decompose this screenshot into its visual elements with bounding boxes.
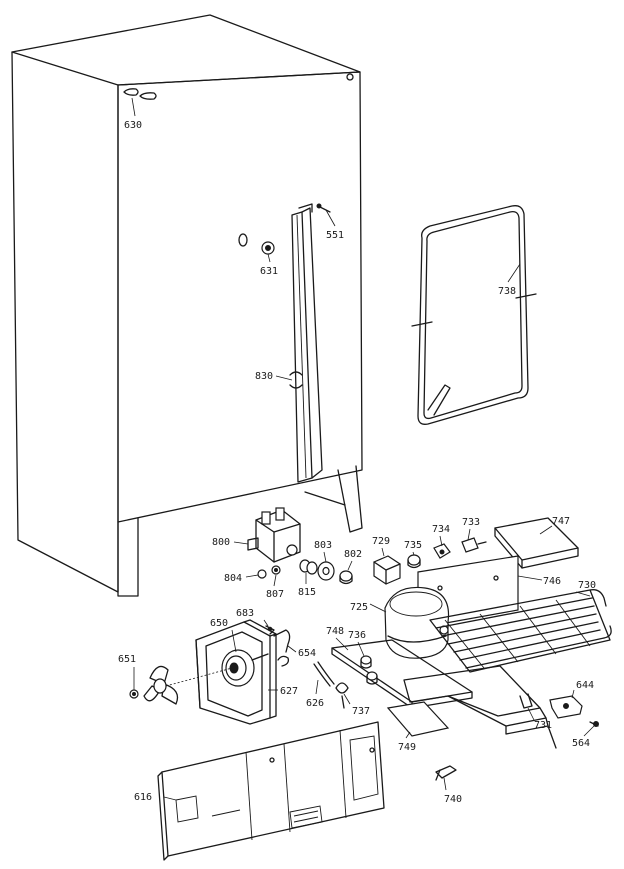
callout-729: 729 [372,536,390,547]
callout-630: 630 [124,120,142,131]
callout-803: 803 [314,540,332,551]
callout-627: 627 [280,686,298,697]
callout-735: 735 [404,540,422,551]
part-804-nut[interactable] [257,569,267,579]
callout-740: 740 [444,794,462,805]
part-800-water-valve[interactable] [247,507,301,563]
part-730-condenser[interactable] [429,589,612,673]
part-830-channel[interactable] [289,203,323,483]
callout-731: 731 [534,720,552,731]
callout-748: 748 [326,626,344,637]
callout-807: 807 [266,589,284,600]
callout-564: 564 [572,738,590,749]
callout-734: 734 [432,524,450,535]
part-564-screw[interactable] [589,721,599,727]
callout-654: 654 [298,648,316,659]
callout-725: 725 [350,602,368,613]
part-644-bracket[interactable] [549,695,583,719]
part-725-compressor[interactable] [384,586,450,659]
part-631-grommet[interactable] [261,241,275,255]
callout-644: 644 [576,680,594,691]
part-738-wire-frame[interactable] [411,205,537,425]
callout-730: 730 [578,580,596,591]
part-749-deflector[interactable] [386,701,450,737]
callout-804: 804 [224,573,242,584]
callout-746: 746 [543,576,561,587]
callout-738: 738 [498,286,516,297]
callout-631: 631 [260,266,278,277]
part-807-fitting[interactable] [271,565,281,575]
part-627-fan-bracket[interactable] [195,619,277,725]
callout-626: 626 [306,698,324,709]
leader-lines [131,97,595,801]
part-735-cap[interactable] [407,554,421,569]
callout-736: 736 [348,630,366,641]
part-729-relay[interactable] [373,555,401,585]
callout-815: 815 [298,587,316,598]
callout-800: 800 [212,537,230,548]
callout-747: 747 [552,516,570,527]
part-651-nut[interactable] [129,689,139,699]
part-654-wire-harness[interactable] [273,629,291,667]
callout-830: 830 [255,371,273,382]
part-731-rail[interactable] [403,665,557,749]
callout-551: 551 [326,230,344,241]
part-740-clip[interactable] [435,765,457,781]
callout-737: 737 [352,706,370,717]
part-815-washers[interactable] [299,559,318,575]
callout-650: 650 [210,618,228,629]
callout-651: 651 [118,654,136,665]
part-737-clamp[interactable] [335,682,349,709]
part-683-clip[interactable] [265,625,275,635]
part-736-grommets[interactable] [360,655,378,685]
callout-802: 802 [344,549,362,560]
part-734-fitting[interactable] [433,543,451,559]
part-803-washer[interactable] [317,561,335,581]
part-551-screw[interactable] [316,203,331,213]
part-650-fan-motor[interactable] [221,649,269,687]
callout-683: 683 [236,608,254,619]
refrigerator-cabinet [11,14,363,597]
part-747-bracket[interactable] [494,517,579,569]
part-802-cap[interactable] [339,570,353,585]
part-626-tube[interactable] [313,661,335,687]
part-651-fan-blade[interactable] [143,665,233,705]
part-733-clip[interactable] [461,537,487,553]
callout-616: 616 [134,792,152,803]
callout-labels: 630 551 631 830 738 800 803 802 729 735 … [118,120,596,805]
callout-733: 733 [462,517,480,528]
callout-749: 749 [398,742,416,753]
part-616-bottom-panel[interactable] [157,721,385,861]
